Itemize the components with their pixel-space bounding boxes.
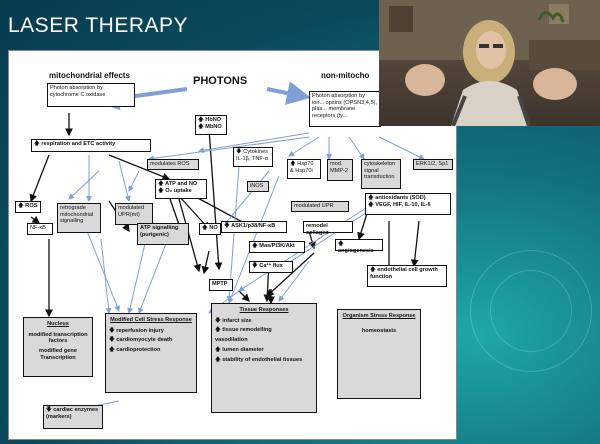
cell-stress-item: 🡅 cardioprotection xyxy=(109,347,161,354)
tissue-item: vasodilation xyxy=(215,337,248,344)
box-nf-kb: NF-κB xyxy=(27,223,53,235)
nucleus-item: modified gene Transcription xyxy=(39,348,77,361)
box-respiration-etc: 🡅 respiration and ETC activity xyxy=(31,139,151,152)
nucleus-item: modified transcription factors xyxy=(28,331,88,345)
box-retrograde-signalling: retrograde mitochondrial signalling xyxy=(57,203,101,233)
box-cytokines: 🡇 Cytokines IL-1β, TNF-α xyxy=(233,147,273,167)
tissue-item: 🡅 tissue remodelling xyxy=(215,327,272,334)
cell-stress-title: Modified Cell Stress Response xyxy=(110,317,192,323)
box-tissue-responses: Tissue Responses 🡇 infarct size 🡅 tissue… xyxy=(211,303,317,413)
organism-item: homeostasis xyxy=(361,327,397,334)
heading-mitochondrial: mitochondrial effects xyxy=(49,71,130,80)
tissue-title: Tissue Responses xyxy=(239,307,289,313)
box-hbno-mbno: 🡅 HbNO 🡅 MbNO xyxy=(195,115,227,135)
heading-non-mitochondrial: non-mitocho xyxy=(321,71,370,80)
box-modulated-upr-mt: modulated UPR(mt) xyxy=(115,203,153,225)
box-endothelial-growth: 🡅 endothelial cell growth function xyxy=(367,265,447,287)
presenter-webcam xyxy=(379,0,600,126)
tissue-item: 🡅 stability of endothelial tissues xyxy=(215,356,303,363)
heading-photons: PHOTONS xyxy=(193,75,248,87)
box-cell-stress-response: Modified Cell Stress Response 🡇 reperfus… xyxy=(105,313,197,393)
tissue-item: 🡅 lumen diameter xyxy=(215,346,264,353)
cell-stress-item: 🡇 cardiomyocyte death xyxy=(109,337,173,344)
cell-stress-item: 🡇 reperfusion injury xyxy=(109,327,164,334)
box-nucleus: Nucleus modified transcription factors m… xyxy=(23,317,93,377)
box-atp-signalling: ATP signalling (purigenic) xyxy=(137,223,189,245)
box-mptp: MPTP xyxy=(209,279,233,291)
box-mas-pi3k-akt: 🡅 Mas/PI3K/Akt xyxy=(249,241,305,253)
tissue-item: 🡇 infarct size xyxy=(215,317,252,324)
box-ca-flux: 🡇 Ca²⁺ flux xyxy=(249,261,293,273)
box-inos: iNOS xyxy=(247,181,269,192)
organism-title: Organism Stress Response xyxy=(342,313,416,319)
box-modulates-ros: modulates ROS xyxy=(147,159,199,170)
box-organism-stress: Organism Stress Response homeostasis xyxy=(337,309,421,399)
box-modulated-upr: modulated UPR xyxy=(291,201,349,212)
presenter-video xyxy=(379,0,600,126)
pathway-diagram: mitochondrial effects PHOTONS non-mitoch… xyxy=(8,50,457,440)
box-ros: 🡅 ROS xyxy=(15,201,41,213)
box-no: 🡅 NO xyxy=(199,223,221,235)
decor-ring xyxy=(470,250,592,372)
box-cytoskeleton: cytoskeleton signal transduction xyxy=(361,159,401,189)
box-ask1-p38-nfkb: 🡇 ASK1/p38/NF-κB xyxy=(221,221,287,233)
box-mmp2: mod. MMP-2 xyxy=(327,159,353,181)
box-remodel-collagen: remodel collagen xyxy=(303,221,353,236)
decor-ring xyxy=(490,270,572,352)
box-hsp70: 🡅 Hsp70 & Hsp70i xyxy=(287,159,321,179)
box-angiogenesis: 🡅 angiogenesis xyxy=(335,239,383,254)
box-cytochrome-c-oxidase: Photon absorption by cytochrome C oxidas… xyxy=(47,83,135,107)
nucleus-title: Nucleus xyxy=(47,321,69,327)
slide-title: LASER THERAPY xyxy=(8,14,189,37)
box-opsins: Photon absorption by ion... opsins (OPSN… xyxy=(309,91,381,127)
box-cardiac-enzymes: 🡇 cardiac enzymes (markers) xyxy=(43,405,103,429)
box-erk: ERK1/2, Sp1 xyxy=(413,159,453,170)
box-antioxidants: 🡅 antioxidants (SOD) 🡅 VEGF, HIF, IL-10,… xyxy=(365,193,451,215)
box-atp-no: 🡅 ATP and NO 🡅 O₂ uptake xyxy=(155,179,207,199)
